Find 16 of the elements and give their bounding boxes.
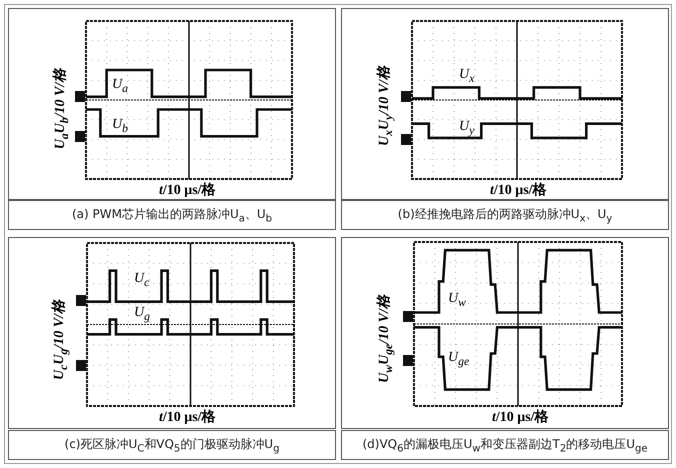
- caption-text: (a) PWM芯片输出的两路脉冲U$_{a}$、U$_{b}$: [72, 206, 272, 224]
- x-axis-label: t/10 μs/格: [492, 408, 549, 426]
- x-axis-label: t/10 μs/格: [159, 181, 216, 199]
- trace-label: U$_{c}$: [134, 271, 150, 289]
- caption-text: (b)经推挽电路后的两路驱动脉冲U$_{x}$、U$_{y}$: [398, 206, 612, 224]
- trace-label: U$_{g}$: [134, 305, 150, 323]
- trace-label: U$_{x}$: [459, 67, 474, 85]
- caption-text: (d)VQ$_{6}$的漏极电压U$_{w}$和变压器副边T$_{2}$的移动电压U$_{ge}$: [362, 436, 648, 454]
- caption-text: (c)死区脉冲U$_{C}$和VQ$_{5}$的门极驱动脉冲U$_{g}$: [64, 436, 280, 454]
- trace-label: U$_{b}$: [112, 117, 128, 135]
- trace-label: U$_{y}$: [459, 119, 474, 137]
- trace-label: U$_{ge}$: [448, 350, 470, 368]
- trace-label: U$_{a}$: [112, 77, 128, 95]
- x-axis-label: t/10 μs/格: [490, 181, 547, 199]
- x-axis-label: t/10 μs/格: [159, 408, 216, 426]
- trace-label: U$_{w}$: [448, 291, 466, 309]
